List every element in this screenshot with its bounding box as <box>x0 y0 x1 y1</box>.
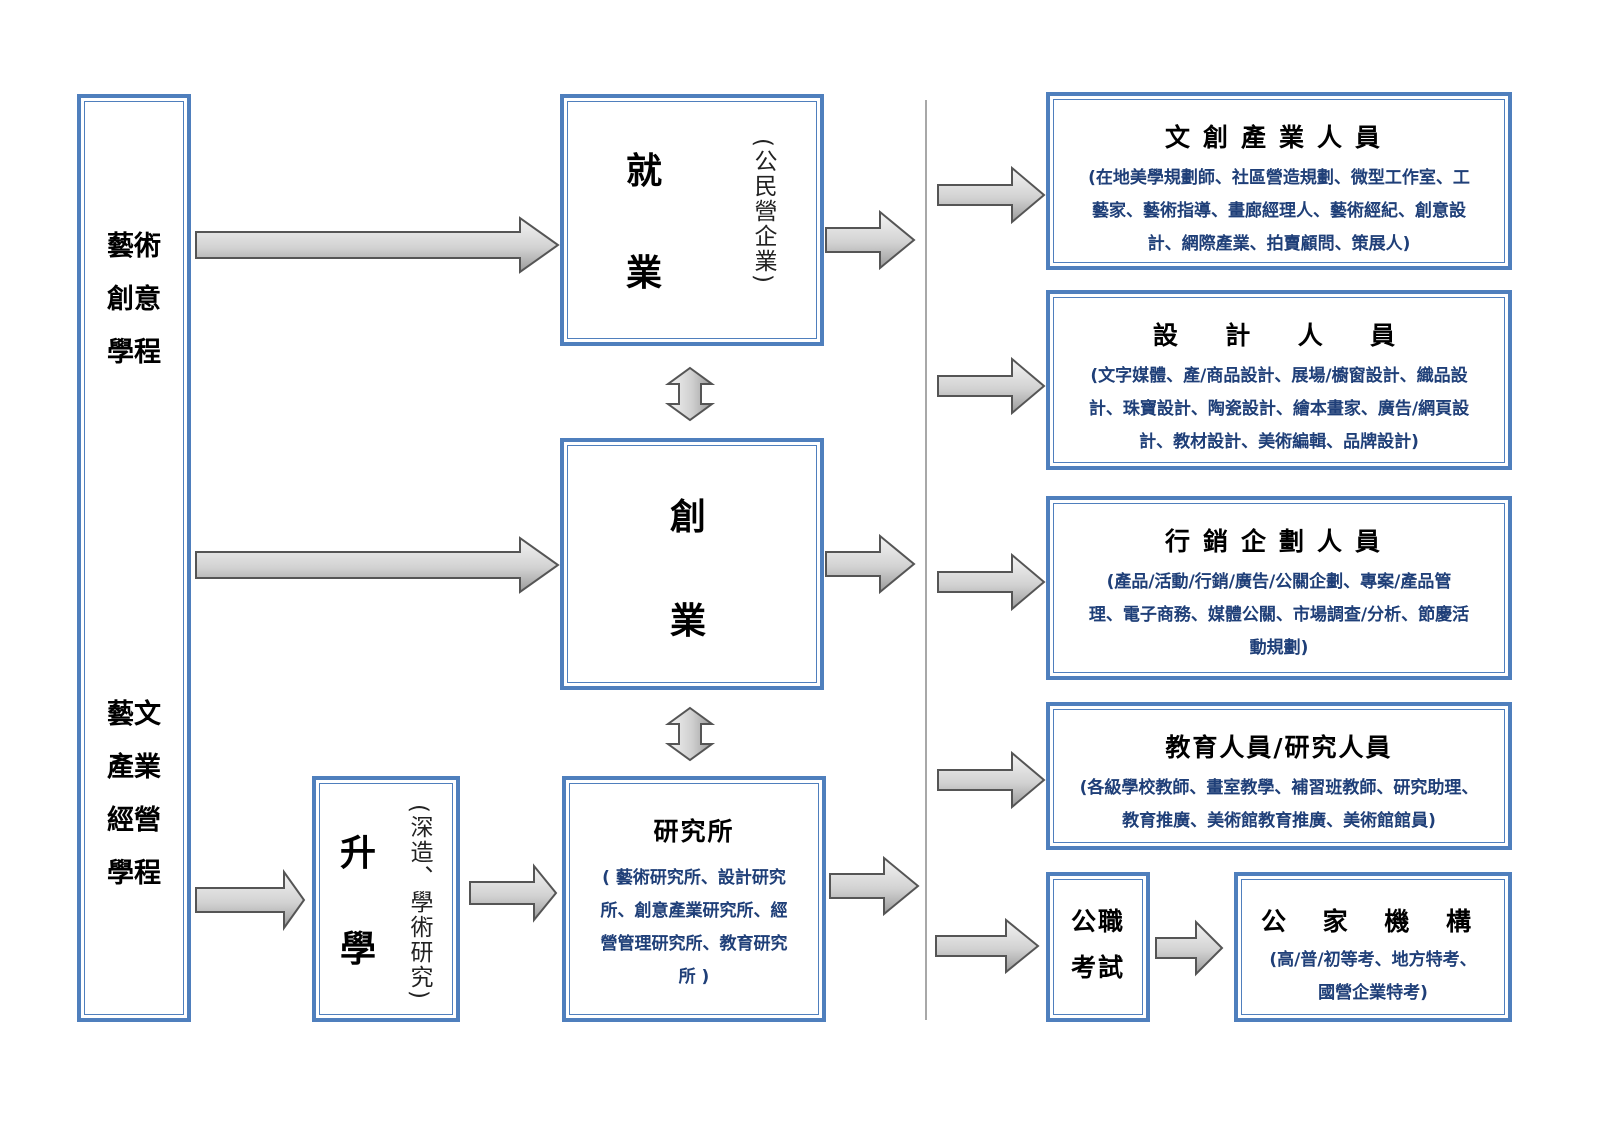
cultural-desc-line1: (在地美學規劃師、社區營造規劃、微型工作室、工 <box>1088 168 1470 188</box>
arrow-study-to-graduate <box>469 863 558 923</box>
cultural-desc-line3: 計、網際產業、拍賣顧問、策展人) <box>1147 234 1411 254</box>
arrow-graduate-out <box>829 855 920 917</box>
programs-column: 藝術 創意 學程 藝文 產業 經營 學程 <box>77 94 191 1022</box>
design-desc: (文字媒體、產/商品設計、展場/櫥窗設計、織品設 計、珠寶設計、陶瓷設計、繪本畫… <box>1064 360 1494 459</box>
startup-box: 創 業 <box>560 438 824 690</box>
public-desc-line2: 國營企業特考) <box>1318 983 1428 1003</box>
double-arrow-startup-graduate <box>664 706 716 762</box>
arrow-to-marketing <box>937 552 1046 612</box>
arrow-to-startup <box>195 536 560 594</box>
graduate-desc-line1: ( 藝術研究所、設計研究 <box>602 868 786 888</box>
employment-box: 就 業 (公民營企業) <box>560 94 824 346</box>
marketing-desc-line3: 動規劃) <box>1249 638 1309 658</box>
design-desc-line1: (文字媒體、產/商品設計、展場/櫥窗設計、織品設 <box>1090 366 1468 386</box>
public-desc-line1: (高/普/初等考、地方特考、 <box>1269 950 1477 970</box>
further-study-box: 升 學 (深造、學術研究) <box>312 776 460 1022</box>
arrow-startup-out <box>825 533 916 595</box>
arrow-to-further-study <box>195 868 306 932</box>
public-desc: (高/普/初等考、地方特考、 國營企業特考) <box>1244 944 1502 1010</box>
arrow-employment-out <box>825 209 916 271</box>
arts-industry-program: 藝文 產業 經營 學程 <box>81 688 187 900</box>
arrow-exam-to-public <box>1155 919 1224 977</box>
startup-label-2: 業 <box>670 601 707 642</box>
graduate-title: 研究所 <box>653 817 735 846</box>
program1-line3: 學程 <box>107 337 161 368</box>
program1-line1: 藝術 <box>107 231 161 262</box>
program1-line2: 創意 <box>107 284 161 315</box>
marketing-desc-line2: 理、電子商務、媒體公關、市場調查/分析、節慶活 <box>1088 605 1470 625</box>
employment-label-1: 就 <box>626 151 663 192</box>
cultural-staff-box: 文創產業人員 (在地美學規劃師、社區營造規劃、微型工作室、工 藝家、藝術指導、畫… <box>1046 92 1512 270</box>
design-desc-line3: 計、教材設計、美術編輯、品牌設計) <box>1139 432 1419 452</box>
marketing-desc: (產品/活動/行銷/廣告/公關企劃、專案/產品管 理、電子商務、媒體公關、市場調… <box>1064 566 1494 665</box>
arrow-to-cultural <box>937 165 1046 225</box>
employment-label-2: 業 <box>626 253 663 294</box>
graduate-desc-line2: 所、創意產業研究所、經 <box>600 901 788 921</box>
marketing-staff-box: 行銷企劃人員 (產品/活動/行銷/廣告/公關企劃、專案/產品管 理、電子商務、媒… <box>1046 496 1512 680</box>
education-staff-box: 教育人員/研究人員 (各級學校教師、畫室教學、補習班教師、研究助理、 教育推廣、… <box>1046 702 1512 850</box>
employment-note: (公民營企業) <box>750 138 776 285</box>
program2-line1: 藝文 <box>107 699 161 730</box>
public-title: 公 家 機 構 <box>1260 907 1486 936</box>
exam-label-1: 公職 <box>1070 907 1125 936</box>
graduate-school-box: 研究所 ( 藝術研究所、設計研究 所、創意產業研究所、經 營管理研究所、教育研究… <box>562 776 826 1022</box>
arrow-to-education <box>937 750 1046 810</box>
marketing-desc-line1: (產品/活動/行銷/廣告/公關企劃、專案/產品管 <box>1106 572 1452 592</box>
graduate-desc-line4: 所 ) <box>678 967 710 987</box>
education-desc: (各級學校教師、畫室教學、補習班教師、研究助理、 教育推廣、美術館教育推廣、美術… <box>1064 772 1494 838</box>
startup-label-1: 創 <box>670 497 707 538</box>
design-staff-box: 設 計 人 員 (文字媒體、產/商品設計、展場/櫥窗設計、織品設 計、珠寶設計、… <box>1046 290 1512 470</box>
civil-exam-box: 公職 考試 <box>1046 872 1150 1022</box>
arrow-to-employment <box>195 216 560 274</box>
further-study-label-2: 學 <box>340 929 377 970</box>
education-desc-line2: 教育推廣、美術館教育推廣、美術館館員) <box>1122 811 1436 831</box>
double-arrow-employment-startup <box>664 366 716 422</box>
arrow-to-exam <box>935 917 1040 975</box>
public-institution-box: 公 家 機 構 (高/普/初等考、地方特考、 國營企業特考) <box>1234 872 1512 1022</box>
design-desc-line2: 計、珠寶設計、陶瓷設計、繪本畫家、廣告/網頁設 <box>1088 399 1470 419</box>
further-study-label-1: 升 <box>340 833 377 874</box>
cultural-desc: (在地美學規劃師、社區營造規劃、微型工作室、工 藝家、藝術指導、畫廊經理人、藝術… <box>1064 162 1494 261</box>
graduate-desc: ( 藝術研究所、設計研究 所、創意產業研究所、經 營管理研究所、教育研究 所 ) <box>576 862 812 994</box>
program2-line3: 經營 <box>107 805 161 836</box>
further-study-note: (深造、學術研究) <box>406 804 432 1001</box>
art-creative-program: 藝術 創意 學程 <box>81 220 187 379</box>
cultural-title: 文創產業人員 <box>1164 123 1393 152</box>
program2-line4: 學程 <box>107 858 161 889</box>
arrow-to-design <box>937 356 1046 416</box>
cultural-desc-line2: 藝家、藝術指導、畫廊經理人、藝術經紀、創意設 <box>1092 201 1466 221</box>
graduate-desc-line3: 營管理研究所、教育研究 <box>600 934 788 954</box>
marketing-title: 行銷企劃人員 <box>1164 527 1393 556</box>
program2-line2: 產業 <box>107 752 161 783</box>
education-desc-line1: (各級學校教師、畫室教學、補習班教師、研究助理、 <box>1079 778 1479 798</box>
education-title: 教育人員/研究人員 <box>1165 733 1393 762</box>
design-title: 設 計 人 員 <box>1152 321 1406 350</box>
exam-label-2: 考試 <box>1070 953 1125 982</box>
